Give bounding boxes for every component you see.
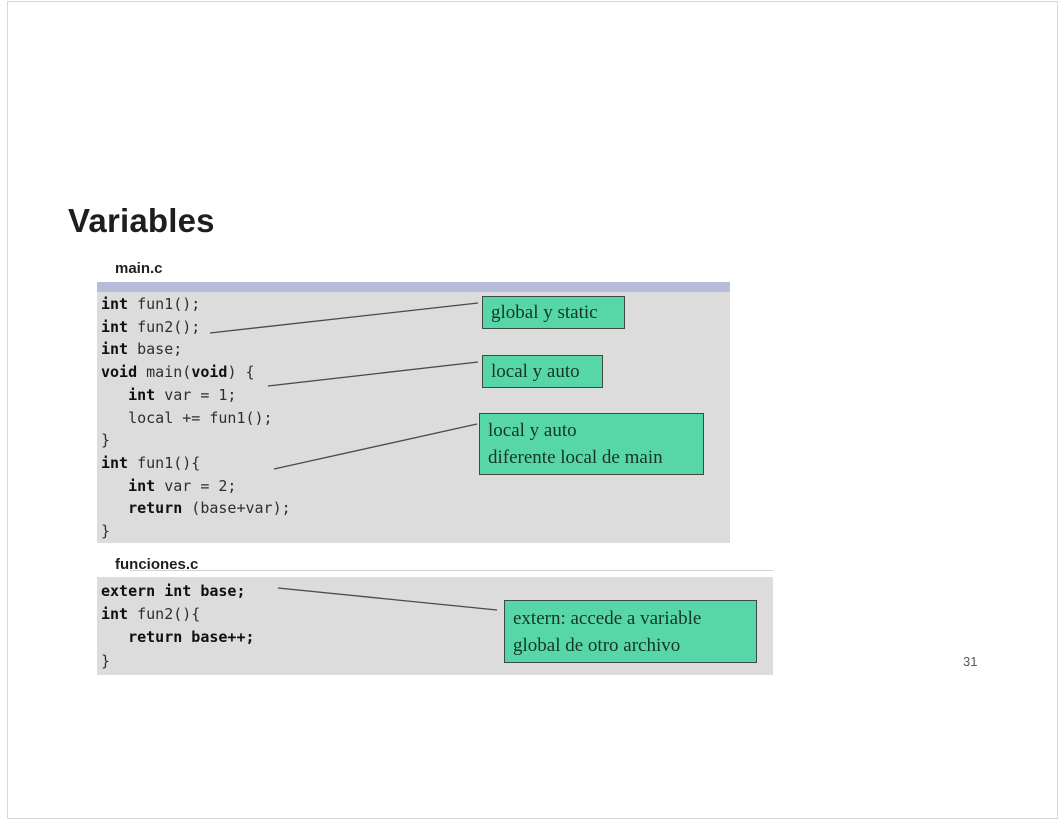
file-label-main-c: main.c (115, 260, 163, 277)
code-line: return base++; (128, 628, 255, 647)
code-line: int fun1(){ (101, 453, 201, 472)
callout-text: local y auto (491, 361, 580, 382)
code-line: local += fun1(); (101, 408, 273, 427)
code-line: } (101, 651, 111, 670)
callout-extern-note: extern: accede a variable global de otro… (504, 600, 757, 663)
code-line: } (101, 522, 111, 541)
callout-text: extern: accede a variable (513, 607, 702, 629)
callout-text: global y static (491, 302, 598, 323)
code-line: extern int base; (101, 582, 246, 600)
code-line: int var = 2; (128, 476, 237, 495)
code-line: int fun1(); (101, 295, 201, 313)
funciones-block-top-edge (130, 570, 773, 571)
file-label-funciones-c: funciones.c (115, 556, 199, 573)
code-block-header-strip (97, 282, 730, 292)
main-c-code: int fun1(); int fun2(); int base; void main… (97, 292, 730, 543)
callout-text: local y auto (488, 420, 577, 441)
slide-title: Variables (68, 202, 215, 239)
code-line: int base; (101, 340, 183, 359)
callout-text: global de otro archivo (513, 634, 681, 656)
callout-local-y-auto-diferente: local y auto diferente local de main (479, 413, 704, 475)
code-line: return (base+var); (128, 499, 291, 518)
funciones-c-code: extern int base; int fun2(){ return base+… (97, 577, 773, 673)
code-line: int fun2(); (101, 317, 201, 336)
code-line: int fun2(){ (101, 605, 201, 624)
code-line: } (101, 431, 111, 450)
page-number: 31 (963, 654, 978, 669)
callout-text: diferente local de main (488, 447, 663, 468)
code-line: void main(void) { (101, 363, 255, 382)
callout-global-y-static: global y static (482, 296, 625, 329)
callout-local-y-auto: local y auto (482, 355, 603, 388)
code-line: int var = 1; (128, 385, 237, 404)
